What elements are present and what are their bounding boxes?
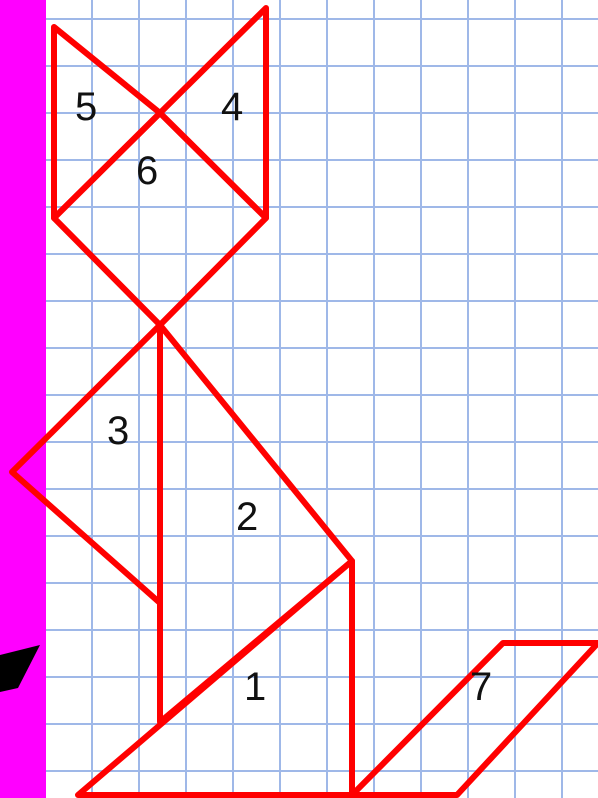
piece-6-label: 6 [136,149,158,193]
piece-3-label: 3 [107,409,129,453]
piece-4-label: 4 [221,85,243,129]
piece-7-label: 7 [470,665,492,709]
piece-1-label: 1 [244,665,266,709]
piece-2-label: 2 [236,495,258,539]
piece-5-label: 5 [75,85,97,129]
